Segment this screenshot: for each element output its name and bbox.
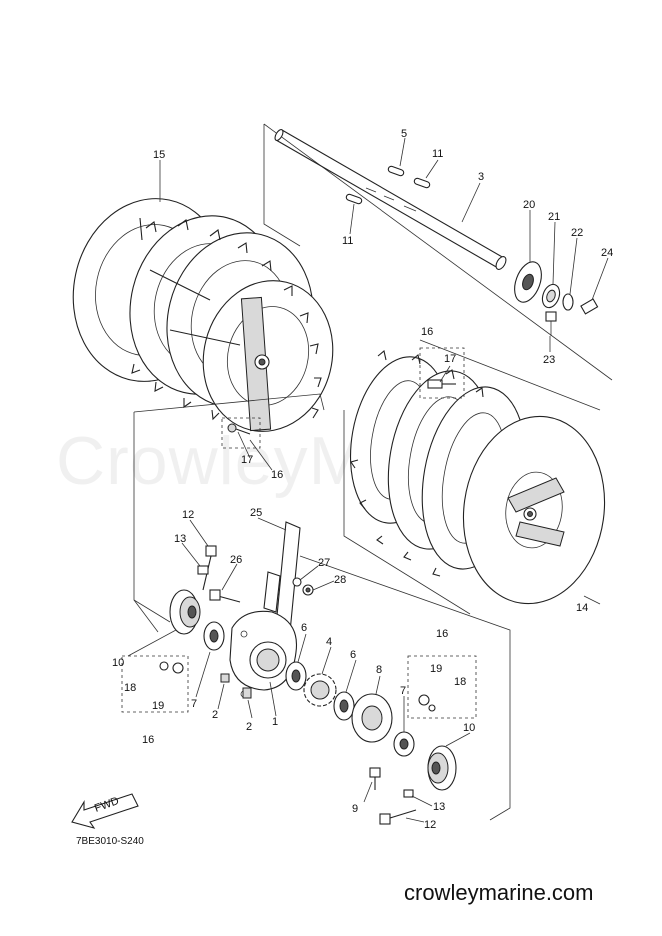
shaft-assembly (263, 123, 613, 381)
callout-12: 12 (182, 509, 194, 521)
fwd-arrow: FWD (71, 793, 139, 829)
callout-17: 17 (444, 353, 456, 365)
website-label: crowleymarine.com (404, 880, 594, 905)
callout-18: 18 (124, 682, 136, 694)
callout-26: 26 (230, 554, 242, 566)
callout-24: 24 (601, 247, 613, 259)
callout-11: 11 (342, 235, 353, 247)
callout-12: 12 (424, 819, 436, 831)
leader-lines (127, 137, 609, 823)
callout-7: 7 (400, 685, 406, 697)
callout-16: 16 (142, 734, 154, 746)
callout-19: 19 (152, 700, 164, 712)
callout-9: 9 (352, 803, 358, 815)
callout-14: 14 (576, 602, 588, 614)
callout-20: 20 (523, 199, 535, 211)
left-auger-assembly (72, 198, 334, 449)
right-auger-assembly (343, 339, 606, 615)
callout-2: 2 (212, 709, 218, 721)
drawing-number: 7BE3010-S240 (76, 836, 144, 847)
callout-10: 10 (463, 722, 475, 734)
callout-8: 8 (376, 664, 382, 676)
callout-22: 22 (571, 227, 583, 239)
callout-16: 16 (436, 628, 448, 640)
callout-7: 7 (191, 698, 197, 710)
callout-10: 10 (112, 657, 124, 669)
callout-16: 16 (271, 469, 283, 481)
callout-21: 21 (548, 211, 560, 223)
callout-28: 28 (334, 574, 346, 586)
callout-5: 5 (401, 128, 407, 140)
callout-4: 4 (326, 636, 332, 648)
callout-11: 11 (432, 148, 443, 160)
callout-23: 23 (543, 354, 555, 366)
callout-19: 19 (430, 663, 442, 675)
callout-15: 15 (153, 149, 165, 161)
callout-13: 13 (174, 533, 186, 545)
callout-17: 17 (241, 454, 253, 466)
callout-1: 1 (272, 716, 278, 728)
gearbox-assembly (121, 393, 511, 825)
callout-labels: 15 5 11 3 11 20 21 22 24 23 16 17 17 16 … (112, 128, 613, 831)
callout-6: 6 (350, 649, 356, 661)
callout-2: 2 (246, 721, 252, 733)
callout-16: 16 (421, 326, 433, 338)
callout-18: 18 (454, 676, 466, 688)
callout-3: 3 (478, 171, 484, 183)
callout-27: 27 (318, 557, 330, 569)
callout-13: 13 (433, 801, 445, 813)
callout-6: 6 (301, 622, 307, 634)
callout-25: 25 (250, 507, 262, 519)
